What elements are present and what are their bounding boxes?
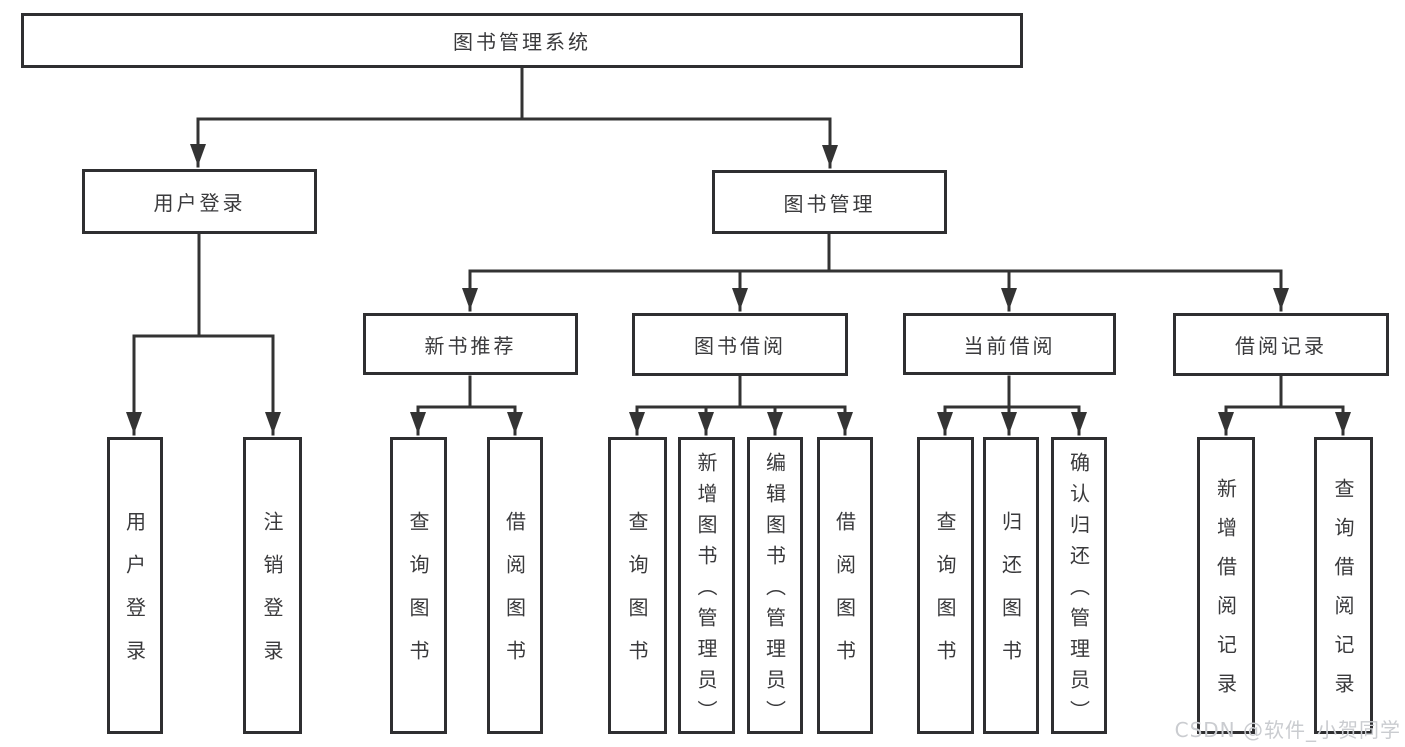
leaf-cb-query-books-label: 查询图书 <box>933 511 957 683</box>
leaf-user-login-label: 用户登录 <box>122 511 147 683</box>
node-book-borrow: 图书借阅 <box>632 313 848 376</box>
leaf-cb-confirm-return: 确认归还（管理员） <box>1051 437 1107 734</box>
node-new-book-recommend-label: 新书推荐 <box>424 333 517 358</box>
leaf-cb-return-books: 归还图书 <box>983 437 1039 734</box>
node-book-management: 图书管理 <box>712 170 947 234</box>
node-book-management-label: 图书管理 <box>783 191 876 216</box>
leaf-cb-query-books: 查询图书 <box>917 437 974 734</box>
leaf-bb-borrow-books: 借阅图书 <box>817 437 873 734</box>
leaf-bb-edit-books-label: 编辑图书（管理员） <box>762 451 787 731</box>
leaf-nbr-borrow-books-label: 借阅图书 <box>502 511 527 683</box>
leaf-bb-borrow-books-label: 借阅图书 <box>832 511 857 683</box>
node-new-book-recommend: 新书推荐 <box>363 313 578 375</box>
leaf-bb-edit-books: 编辑图书（管理员） <box>747 437 803 734</box>
leaf-logout-login: 注销登录 <box>243 437 302 734</box>
leaf-user-login: 用户登录 <box>107 437 163 734</box>
leaf-logout-login-label: 注销登录 <box>260 511 284 683</box>
leaf-bb-query-books-label: 查询图书 <box>625 511 649 683</box>
leaf-br-add-record: 新增借阅记录 <box>1197 437 1255 734</box>
node-root: 图书管理系统 <box>21 13 1023 68</box>
leaf-br-query-record: 查询借阅记录 <box>1314 437 1373 734</box>
leaf-bb-add-books-label: 新增图书（管理员） <box>694 451 718 731</box>
node-borrow-records: 借阅记录 <box>1173 313 1389 376</box>
node-book-borrow-label: 图书借阅 <box>694 334 786 358</box>
node-user-login-label: 用户登录 <box>153 191 246 215</box>
leaf-nbr-query-books: 查询图书 <box>390 437 447 734</box>
csdn-watermark: CSDN @软件_小贺同学 <box>1174 718 1401 742</box>
node-borrow-records-label: 借阅记录 <box>1235 334 1327 358</box>
node-current-borrow-label: 当前借阅 <box>963 333 1056 358</box>
leaf-nbr-query-books-label: 查询图书 <box>406 511 430 683</box>
leaf-cb-return-books-label: 归还图书 <box>998 511 1023 683</box>
leaf-nbr-borrow-books: 借阅图书 <box>487 437 543 734</box>
leaf-cb-confirm-return-label: 确认归还（管理员） <box>1066 451 1091 731</box>
node-user-login: 用户登录 <box>82 169 317 234</box>
leaf-br-query-record-label: 查询借阅记录 <box>1331 478 1355 712</box>
leaf-bb-query-books: 查询图书 <box>608 437 667 734</box>
leaf-bb-add-books: 新增图书（管理员） <box>678 437 735 734</box>
node-root-label: 图书管理系统 <box>453 30 591 54</box>
leaf-br-add-record-label: 新增借阅记录 <box>1213 478 1238 712</box>
node-current-borrow: 当前借阅 <box>903 313 1116 375</box>
